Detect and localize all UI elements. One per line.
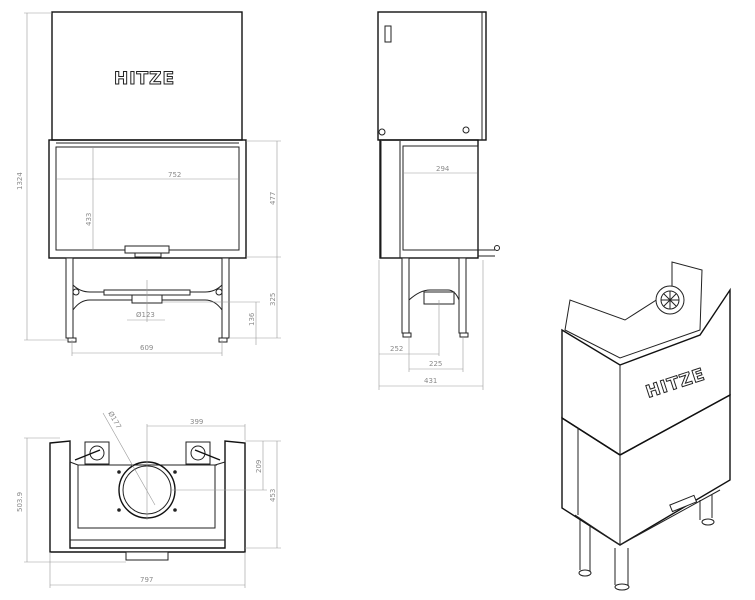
- dim-flue-height: 136: [248, 312, 256, 326]
- leg-right: [221, 257, 230, 339]
- dim-total-depth: 431: [424, 377, 437, 385]
- brand-logo: HITZE: [114, 69, 175, 89]
- dim-total-width: 797: [140, 576, 153, 584]
- dim-outlet-diameter: Ø177: [106, 410, 122, 430]
- dim-glass-width: 752: [168, 171, 181, 179]
- dim-side-leg-spacing: 225: [429, 360, 442, 368]
- leg-left: [65, 257, 74, 339]
- iso-brand-logo: HITZE: [644, 365, 708, 403]
- dim-glass-depth: 294: [436, 165, 450, 173]
- door-frame: [48, 139, 247, 259]
- side-leg-front: [401, 257, 410, 334]
- dim-glass-height: 433: [85, 213, 93, 226]
- dim-body-depth: 453: [269, 489, 277, 502]
- dim-outlet-offset-x: 399: [190, 418, 203, 426]
- dim-outlet-offset-y: 209: [255, 460, 263, 473]
- dim-top-total-depth: 503.9: [16, 492, 24, 512]
- front-view: HITZE 1324 752 433 477 325 136 Ø123 609: [16, 11, 281, 356]
- glass-panel: [55, 146, 240, 251]
- dim-leg-spacing: 609: [140, 344, 153, 352]
- dim-flue-offset: 252: [390, 345, 403, 353]
- top-handle: [125, 551, 169, 561]
- side-door: [379, 139, 479, 259]
- dim-leg-height: 325: [269, 293, 277, 306]
- top-view: Ø177 399 209 453 503.9 797: [16, 410, 281, 588]
- side-leg-back: [458, 257, 467, 334]
- dim-total-height: 1324: [16, 172, 24, 190]
- dim-door-height: 477: [269, 192, 277, 205]
- side-view: 294 252 225 431: [377, 11, 500, 390]
- top-outline: [49, 440, 246, 553]
- door-handle: [124, 245, 170, 254]
- side-glass: [402, 145, 479, 251]
- isometric-view: HITZE: [561, 261, 731, 591]
- dim-flue-diameter: Ø123: [136, 311, 155, 319]
- side-hood: [377, 11, 487, 141]
